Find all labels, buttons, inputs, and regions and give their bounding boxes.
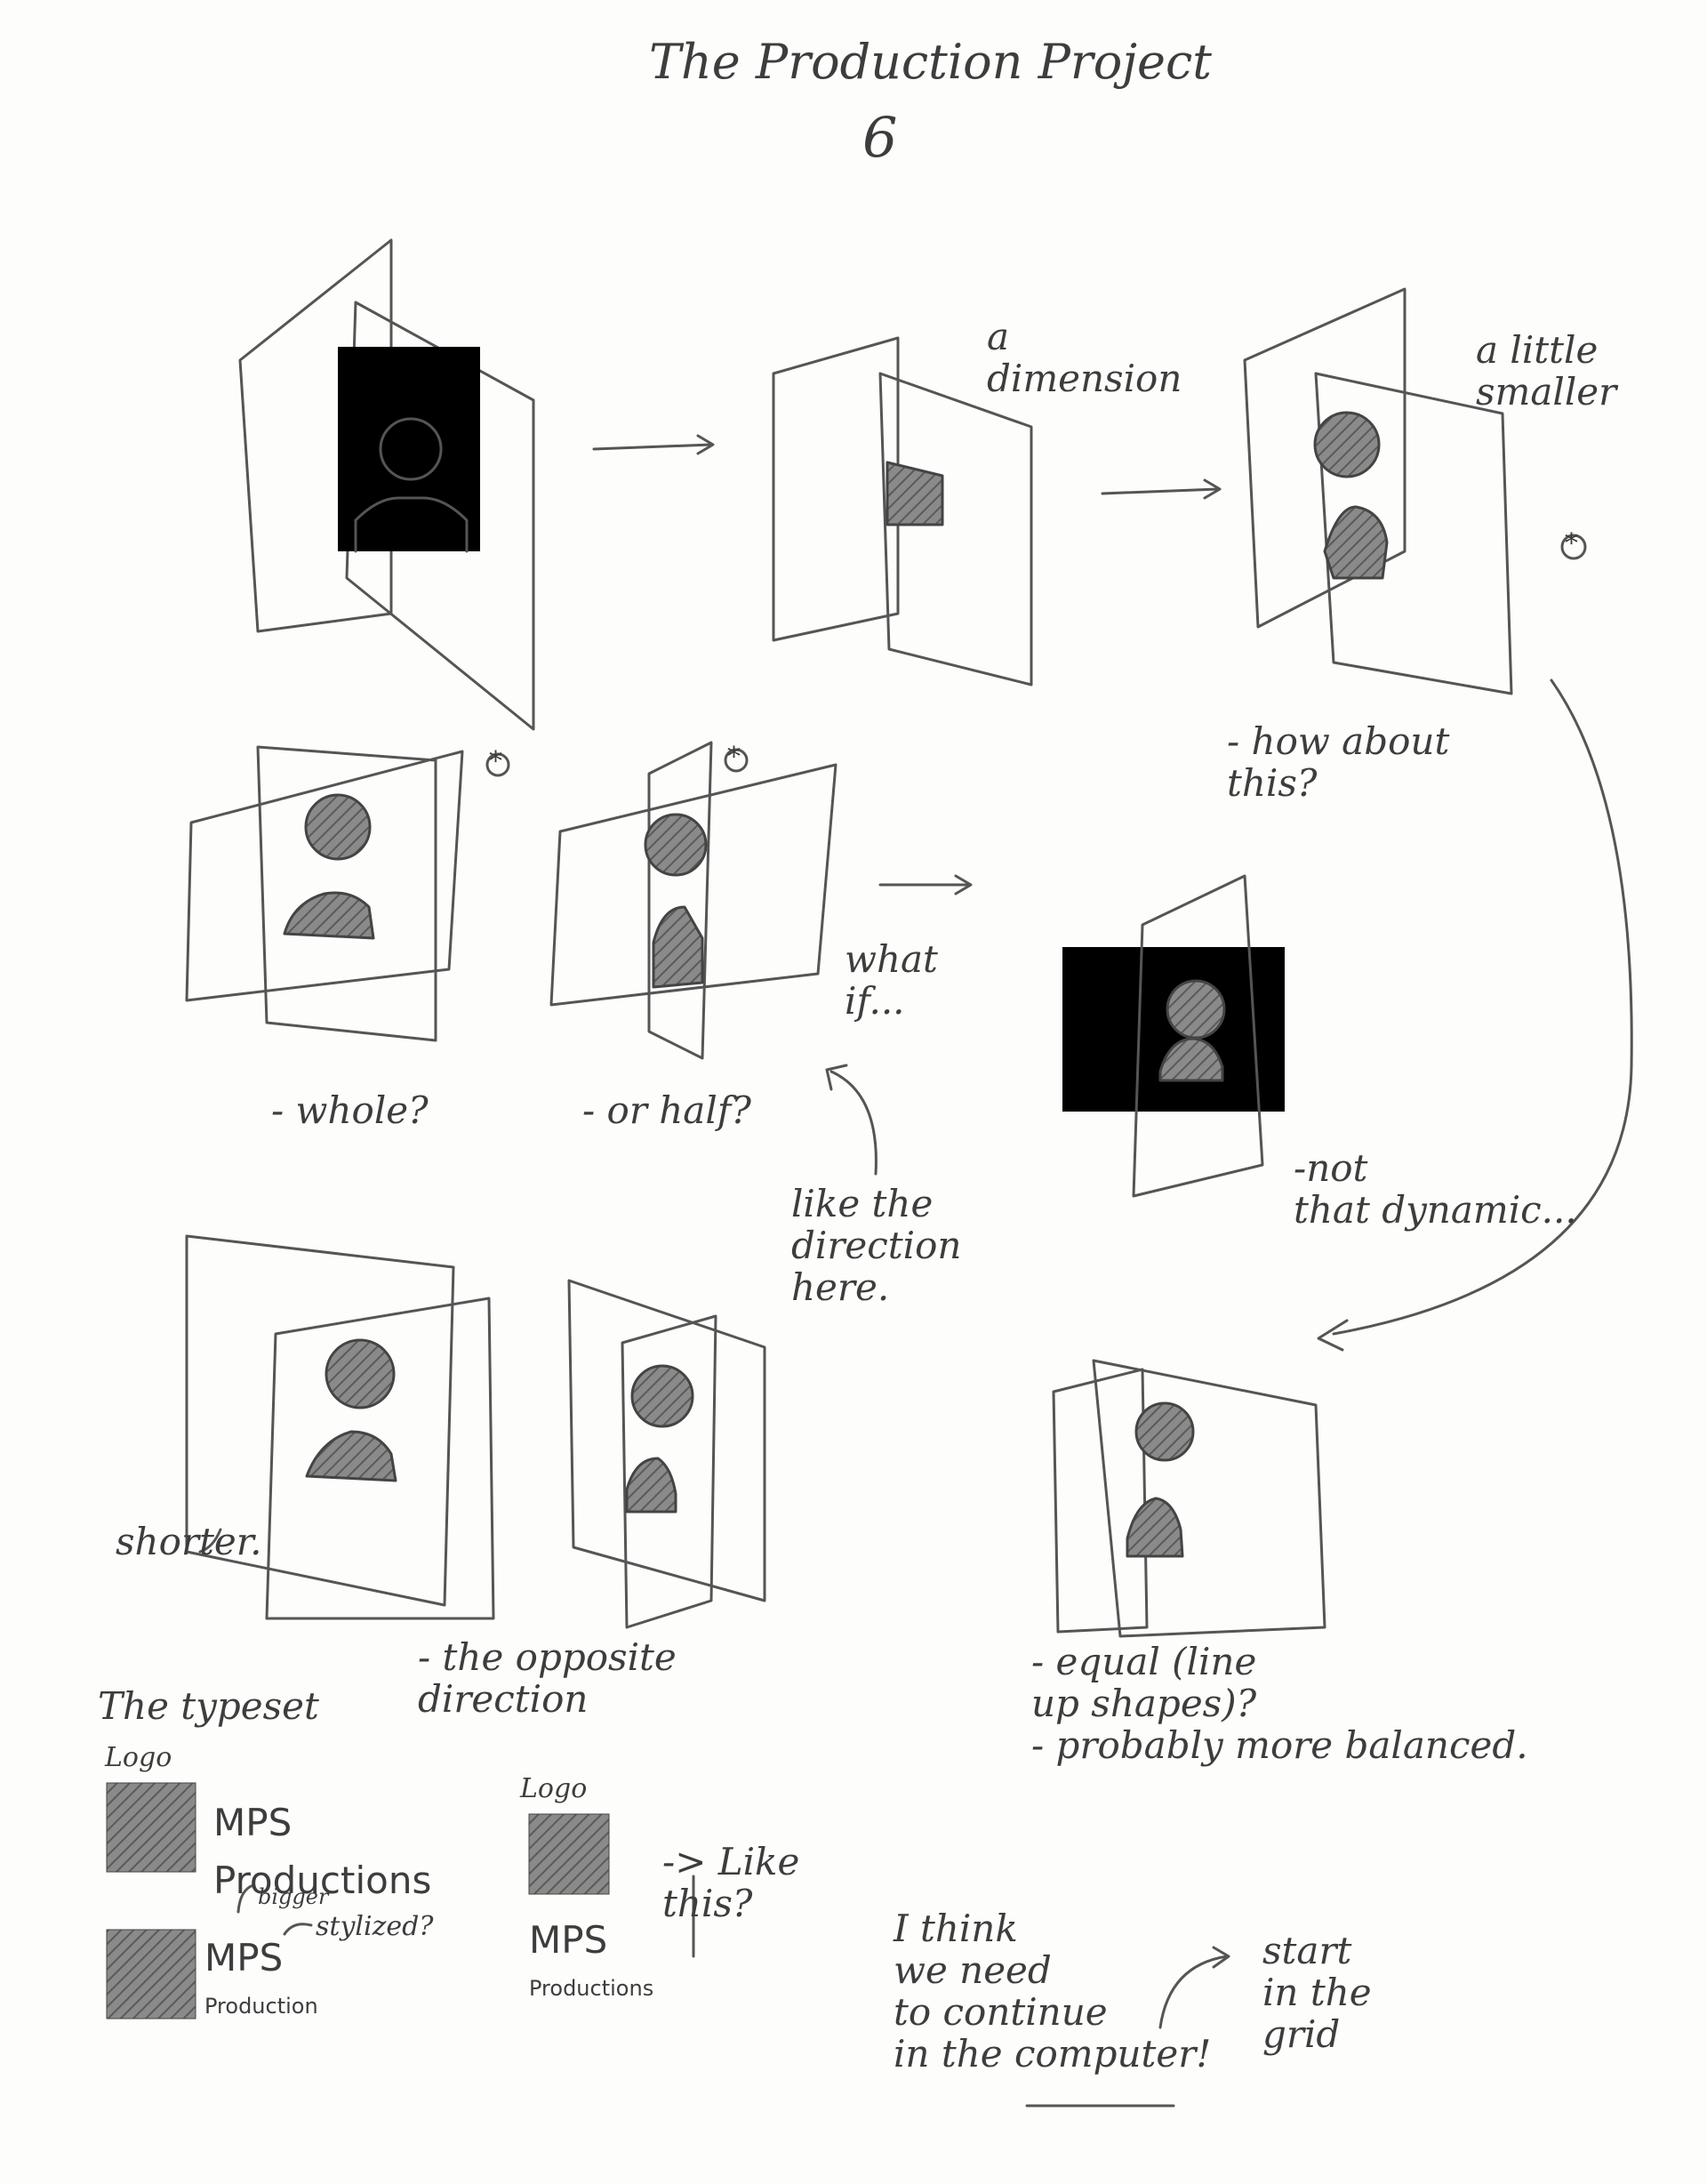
sketch-9-panels: [1052, 1359, 1326, 1638]
logo-a-line1: MPS: [213, 1800, 293, 1844]
arrow-1: [592, 434, 715, 455]
logo-box-c: [528, 1813, 610, 1895]
logo-box-a: [106, 1782, 196, 1873]
note-a-little-smaller: a little smaller: [1476, 328, 1617, 414]
sketch-4-panels: [185, 745, 464, 1042]
arrow-to-grid: [1158, 1955, 1229, 2029]
note-or-half: - or half?: [582, 1088, 751, 1132]
note-not-that-dynamic: -not that dynamic...: [1294, 1146, 1577, 1233]
sketch-6-panels: [1062, 874, 1285, 1198]
note-equal-line-up: - equal (line up shapes)? - probably mor…: [1031, 1640, 1528, 1768]
curved-arrow-right: [1332, 678, 1633, 1336]
page-number: 6: [862, 105, 898, 170]
asterisk-2: *: [489, 746, 502, 777]
logo-b-stylized: stylized?: [316, 1911, 434, 1942]
sketch-3-panels: [1243, 287, 1513, 695]
arrow-4: [829, 1070, 878, 1176]
note-start-grid: start in the grid: [1262, 1929, 1372, 2057]
note-whole: - whole?: [271, 1088, 429, 1132]
logo-label-1: Logo: [105, 1742, 172, 1773]
sketch-5-panels: [549, 741, 837, 1060]
note-think-computer: I think we need to continue in the compu…: [894, 1907, 1212, 2076]
arrow-2: [1101, 478, 1222, 500]
note-shorter: shorter.: [116, 1520, 262, 1563]
note-like-this: -> Like this?: [662, 1840, 800, 1926]
logo-c-text: MPS Productions: [529, 1903, 653, 2017]
arrow-stylized: [283, 1923, 313, 1936]
arrow-bigger: [236, 1883, 255, 1914]
logo-box-b: [106, 1929, 196, 2019]
logo-c-line1: MPS: [529, 1917, 608, 1962]
logo-c-line2: Productions: [529, 1975, 654, 2001]
note-how-about-this: - how about this?: [1227, 719, 1450, 806]
logo-a-line2: Productions: [213, 1858, 432, 1902]
page-title: The Production Project: [649, 34, 1212, 90]
asterisk-1: *: [1565, 528, 1578, 559]
logo-label-3: Logo: [520, 1773, 588, 1804]
asterisk-3: *: [727, 742, 741, 773]
logo-b-text: MPS Production: [204, 1921, 318, 2035]
sketch-2-panels: [772, 336, 1033, 687]
note-what-if: what if...: [845, 937, 938, 1024]
logo-b-line1: MPS: [204, 1935, 284, 1979]
note-a-dimension: a dimension: [987, 315, 1182, 401]
logo-b-bigger: bigger: [258, 1884, 329, 1909]
sketch-8-panels: [567, 1279, 766, 1629]
arrow-to-grid-head: [1212, 1946, 1230, 1969]
note-the-typeset: The typeset: [98, 1684, 319, 1728]
note-opposite-direction: - the opposite direction: [418, 1635, 677, 1722]
sketch-7-panels: [185, 1234, 495, 1620]
asterisk-mark-1: [1560, 534, 1587, 560]
arrow-4-head: [825, 1064, 848, 1091]
logo-a-text: MPS Productions: [213, 1786, 431, 1917]
asterisk-mark-3: [724, 748, 749, 773]
logo-b-line2: Production: [204, 1993, 318, 2019]
asterisk-mark-2: [485, 752, 510, 777]
note-like-the-direction: like the direction here.: [791, 1182, 962, 1310]
curved-arrow-right-head: [1317, 1319, 1349, 1352]
arrow-shorter: [198, 1528, 222, 1554]
arrow-3: [878, 874, 973, 895]
sketch-1-panels: [238, 238, 535, 731]
